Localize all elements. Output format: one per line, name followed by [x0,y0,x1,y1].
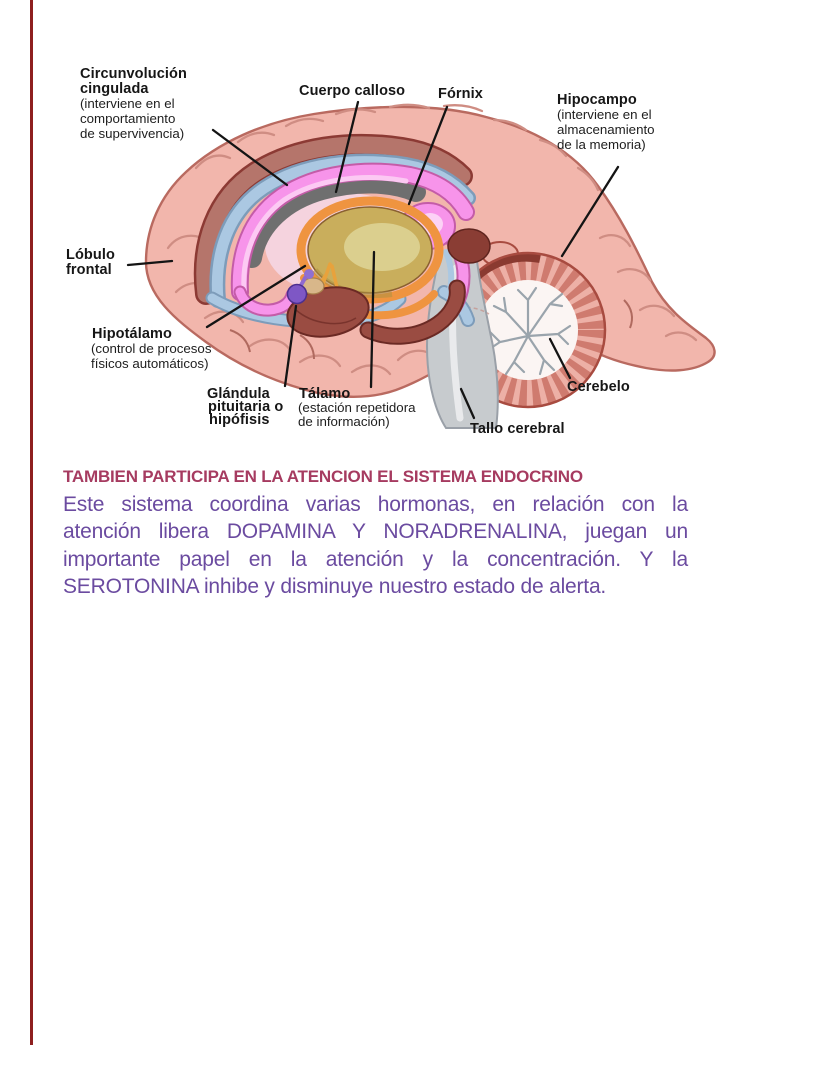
pointer-cerebelo [548,337,572,380]
label-line: Lóbulo [66,247,115,263]
pointer-lobulo-frontal [126,259,174,267]
label-line: Hipocampo [557,92,637,108]
body-paragraph: Este sistema coordina varias hormonas, e… [63,491,688,601]
label-talamo: Tálamo (estación repetidora de informaci… [298,386,416,429]
label-lobulo-frontal: Lóbulo frontal [66,247,115,278]
pointer-cuerpo-calloso [334,100,360,194]
thalamus-shape [296,196,444,320]
pointer-glandula [283,304,298,388]
label-cingulada: Circunvolución cingulada (interviene en … [80,66,187,141]
label-line: (interviene en el [557,107,652,122]
label-cerebelo: Cerebelo [567,379,630,395]
label-line: (estación repetidora [298,400,416,415]
label-fornix: Fórnix [438,86,483,102]
label-line: frontal [66,262,112,278]
text-section: TAMBIEN PARTICIPA EN LA ATENCION EL SIST… [63,466,688,601]
pointer-tallo-cerebral [459,387,476,420]
midbrain-structures [286,228,491,345]
pointer-lines [126,100,620,420]
section-heading: TAMBIEN PARTICIPA EN LA ATENCION EL SIST… [63,467,583,486]
label-cuerpo-calloso: Cuerpo calloso [299,83,405,99]
label-line: comportamiento [80,111,175,126]
label-hipotalamo: Hipotálamo (control de procesos físicos … [91,326,212,371]
left-margin-accent-line [30,0,33,1045]
label-tallo-cerebral: Tallo cerebral [470,421,565,437]
label-hipocampo: Hipocampo (interviene en el almacenamien… [557,92,655,152]
pointer-fornix [407,105,449,206]
label-glandula: Glándula pituitaria o hipófisis [207,386,283,428]
label-line: almacenamiento [557,122,655,137]
pituitary-gland-shape [286,269,314,305]
label-line: Tallo cerebral [470,421,565,437]
label-line: pituitaria o [208,399,283,415]
label-line: Tálamo [299,386,350,402]
pointer-hipotalamo [205,264,307,329]
inner-gray-region [242,173,426,268]
body-line: SEROTONINA inhibe y disminuye nuestro es… [63,575,607,599]
pointer-cingulada [211,128,289,187]
label-line: cingulada [80,81,149,97]
brain-diagram: Circunvolución cingulada (interviene en … [66,66,716,437]
body-line: Este sistema coordina varias hormonas, e… [63,493,688,516]
label-line: (interviene en el [80,96,175,111]
pointer-hipocampo [560,165,620,258]
label-line: físicos automáticos) [91,356,209,371]
label-line: hipófisis [209,412,270,428]
label-line: (control de procesos [91,341,212,356]
label-line: Circunvolución [80,66,187,82]
label-line: Cerebelo [567,379,630,395]
label-line: Glándula [207,386,271,402]
label-line: Hipotálamo [92,326,172,342]
label-line: de información) [298,414,390,429]
body-line: importante papel en la atención y la con… [63,547,688,571]
pointer-talamo [369,250,376,389]
label-line: Fórnix [438,86,483,102]
body-line: atención libera DOPAMINA Y NORADRENALINA… [63,520,688,544]
cingulate-gyrus-band [193,133,473,305]
label-line: de la memoria) [557,137,646,152]
label-line: Cuerpo calloso [299,83,405,99]
label-line: de supervivencia) [80,126,184,141]
